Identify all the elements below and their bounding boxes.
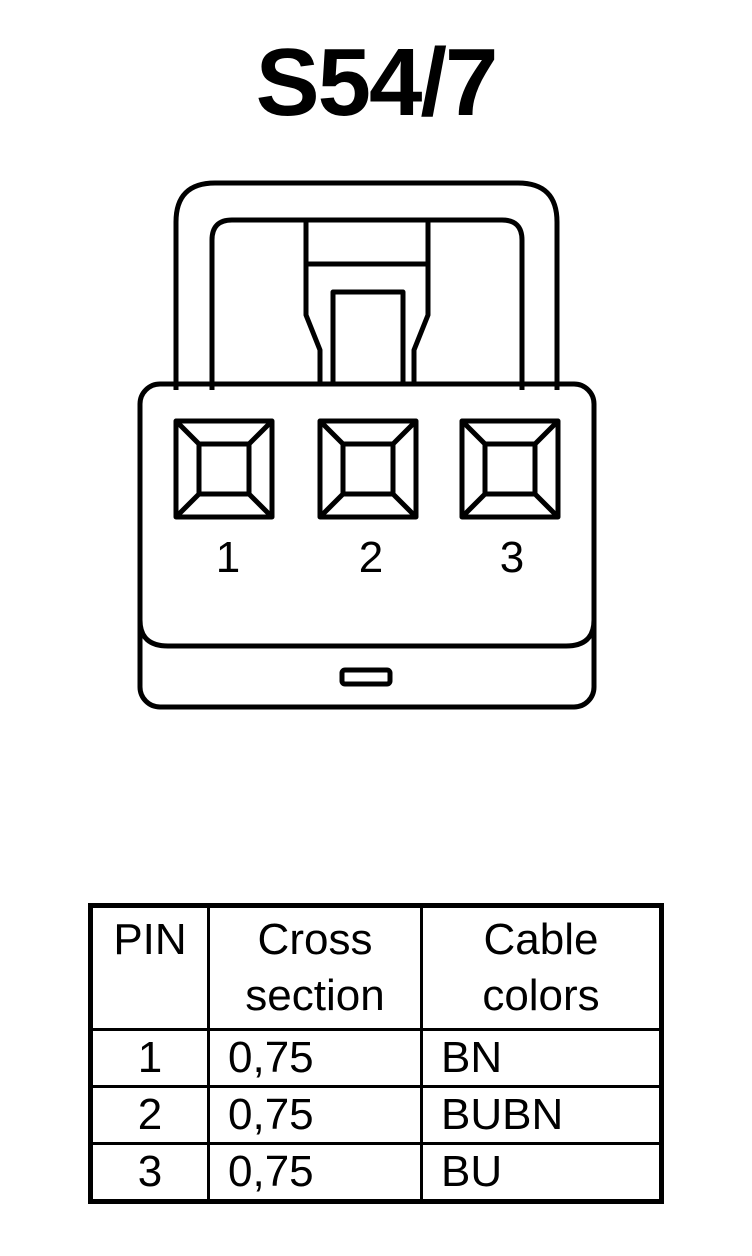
pin-cavity-2 <box>317 418 419 520</box>
row-cable-color: BUBN <box>420 1085 663 1145</box>
row-cable-color: BU <box>420 1142 663 1203</box>
row-cable-color: BN <box>420 1028 663 1088</box>
table-row: 3 0,75 BU <box>89 1142 663 1203</box>
pin-table-header: PIN Cross section Cable colors <box>89 904 663 1031</box>
latch-outer <box>173 180 560 390</box>
latch-tongue-inner <box>330 289 406 385</box>
pin-label-2: 2 <box>359 533 383 582</box>
header-pin: PIN <box>89 904 210 1031</box>
row-cross-section: 0,75 <box>207 1085 423 1145</box>
header-cross-section: Cross section <box>207 904 423 1031</box>
row-pin: 2 <box>89 1085 210 1145</box>
pin-cavity-1 <box>173 418 275 520</box>
header-cross-section-line2: section <box>245 971 385 1020</box>
locking-slot <box>339 667 393 687</box>
table-row: 2 0,75 BUBN <box>89 1085 663 1145</box>
table-row: 1 0,75 BN <box>89 1028 663 1088</box>
row-pin: 3 <box>89 1142 210 1203</box>
latch-tongue <box>303 220 431 385</box>
pin-label-1: 1 <box>216 533 240 582</box>
header-cable-colors-line1: Cable <box>483 915 599 964</box>
connector-title: S54/7 <box>255 29 499 136</box>
row-cross-section: 0,75 <box>207 1028 423 1088</box>
latch-inner <box>209 217 525 390</box>
header-cable-colors-line2: colors <box>482 971 600 1020</box>
row-pin: 1 <box>89 1028 210 1088</box>
body-lower-divider <box>137 619 597 649</box>
pin-label-3: 3 <box>500 533 524 582</box>
connector-body <box>137 381 597 710</box>
pin-cavity-3 <box>459 418 561 520</box>
header-cross-section-line1: Cross <box>257 915 373 964</box>
connector-diagram: 1 2 3 <box>137 180 597 710</box>
header-cable-colors: Cable colors <box>420 904 663 1031</box>
pin-table: PIN Cross section Cable colors 1 0,75 BN… <box>88 903 664 1204</box>
row-cross-section: 0,75 <box>207 1142 423 1203</box>
